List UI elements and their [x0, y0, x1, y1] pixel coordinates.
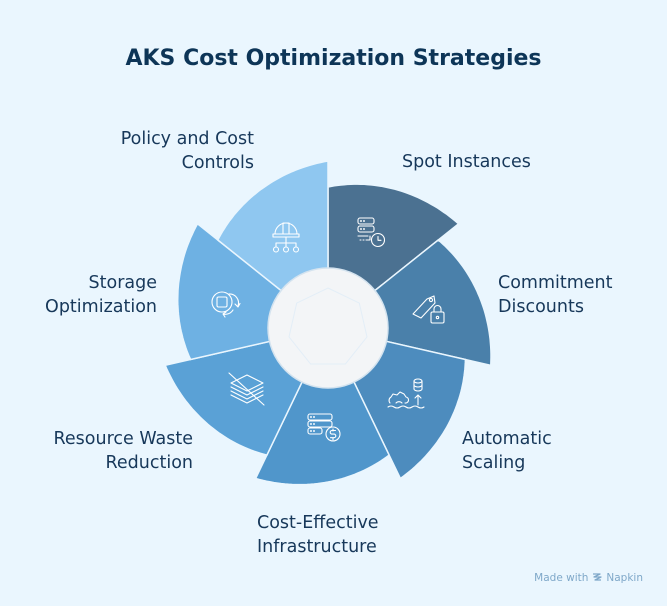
hardhat-hierarchy-icon — [272, 222, 300, 253]
made-with-text: Made with — [534, 572, 589, 584]
label-line: Infrastructure — [257, 537, 377, 557]
label-line: Resource Waste — [53, 429, 193, 449]
label-line: Policy and Cost — [120, 129, 254, 149]
page-title: AKS Cost Optimization Strategies — [125, 46, 542, 71]
label-line: Scaling — [462, 453, 526, 473]
label-line: Commitment — [498, 273, 613, 293]
label-line: Storage — [88, 273, 157, 293]
center-hub — [267, 267, 389, 389]
gear-scale-icon — [387, 378, 425, 409]
server-clock-icon — [357, 217, 386, 248]
wedge-cost-effective-infrastructure — [254, 326, 391, 486]
label-line: Optimization — [45, 297, 157, 317]
napkin-footer: Made with Napkin — [534, 572, 643, 584]
label-line: Controls — [181, 153, 254, 173]
label-spot-instances: Spot Instances — [402, 150, 531, 174]
label-line: Spot Instances — [402, 152, 531, 172]
server-dollar-icon — [307, 413, 341, 442]
brand-text[interactable]: Napkin — [606, 572, 643, 584]
layers-crossed-icon — [228, 372, 265, 406]
label-line: Reduction — [105, 453, 193, 473]
tag-lock-icon — [412, 295, 445, 324]
label-line: Discounts — [498, 297, 584, 317]
napkin-logo-icon — [593, 573, 603, 581]
label-line: Cost-Effective — [257, 513, 379, 533]
icons-group — [211, 217, 445, 442]
label-line: Automatic — [462, 429, 552, 449]
storage-cycle-icon — [211, 291, 241, 318]
